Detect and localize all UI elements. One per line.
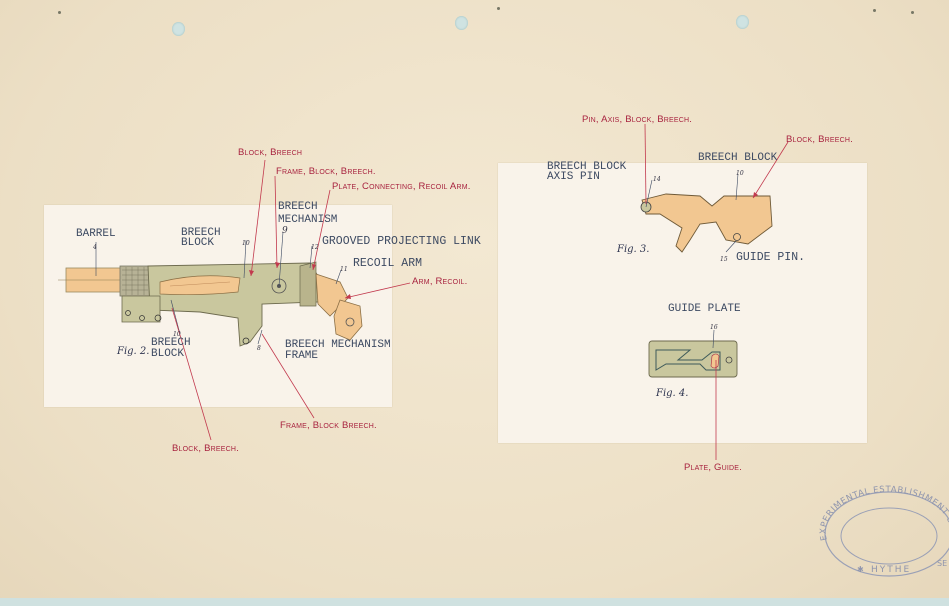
part-number: 8 [257,345,261,352]
punch-hole-left [172,22,185,36]
label-breech-mechanism-frame: FRAME [285,350,319,362]
part-number: 9 [282,226,288,236]
callout-block-breech-fig3: Block, Breech. [786,134,853,145]
part-number: 4 [93,244,97,251]
label-guide-pin: GUIDE PIN. [736,251,806,264]
svg-text:EXPERIMENTAL ESTABLISHMENT SH: EXPERIMENTAL ESTABLISHMENT SH [813,484,949,541]
label-breech-block: BREECH [181,227,221,239]
barrel-drawing [58,265,151,297]
part-number: 11 [340,266,348,273]
label-breech-block-axis-pin: AXIS PIN [547,171,600,183]
part-number: 10 [242,240,250,247]
callout-block-breech: Block, Breech [238,147,303,158]
callout-frame-block-breech: Frame, Block, Breech. [276,166,376,177]
punch-hole-right [736,15,749,29]
svg-text:✱: ✱ [857,565,864,574]
label-grooved-projecting-link: GROOVED PROJECTING LINK [322,235,481,248]
label-breech-mechanism: BREECH [278,201,318,213]
leader-lines-red [171,123,789,460]
label-breech-mechanism-frame: BREECH MECHANISM [285,339,391,351]
pin-mark [911,11,914,14]
callout-plate-guide: Plate, Guide. [684,462,742,473]
part-number: 12 [311,244,319,251]
label-guide-plate: GUIDE PLATE [668,303,741,315]
callout-block-breech-lower: Block, Breech. [172,443,239,454]
label-breech-block-lower: BLOCK [151,348,185,360]
callout-plate-connecting-recoil-arm: Plate, Connecting, Recoil Arm. [332,181,471,192]
part-number: 10 [173,331,181,338]
callout-arm-recoil: Arm, Recoil. [412,276,468,287]
label-recoil-arm: RECOIL ARM [353,257,423,270]
stamp-top-text: EXPERIMENTAL ESTABLISHMENT SH [813,484,949,541]
callout-arrowheads [249,192,758,299]
recoil-arm-drawing [315,273,363,341]
pin-mark [58,11,61,14]
fig4-guide-plate-drawing [648,340,738,378]
label-breech-block-fig3: BREECH BLOCK [698,152,778,164]
stamp-bottom-text: HYTHE [871,565,911,575]
label-breech-block-axis-pin: BREECH BLOCK [547,161,627,173]
callout-frame-block-breech-lower: Frame, Block Breech. [280,420,377,431]
label-breech-block: BLOCK [181,237,215,249]
punch-hole-middle [455,16,468,30]
stamp-side-text: SE [937,559,947,568]
stamp-graphic: EXPERIMENTAL ESTABLISHMENT SH HYTHE ✱ SE [813,484,949,577]
establishment-stamp: EXPERIMENTAL ESTABLISHMENT SH HYTHE ✱ SE [813,484,949,580]
part-number: 16 [710,324,718,331]
leader-lines-black [95,173,739,349]
label-breech-block-lower: BREECH [151,337,191,349]
pin-mark [873,9,876,12]
bottom-edge-strip [0,598,949,606]
fig4-caption: Fig. 4. [656,388,689,399]
part-number: 10 [736,170,744,177]
fig3-breech-block-drawing [640,193,773,253]
callout-pin-axis-block-breech: Pin, Axis, Block, Breech. [582,114,693,125]
part-number: 14 [653,176,661,183]
pin-mark [497,7,500,10]
label-barrel: BARREL [76,228,116,240]
fig2-caption: Fig. 2. [117,346,150,357]
breech-frame-drawing [121,261,319,347]
fig3-caption: Fig. 3. [617,244,650,255]
part-number: 15 [720,256,728,263]
label-breech-mechanism: MECHANISM [278,214,338,226]
